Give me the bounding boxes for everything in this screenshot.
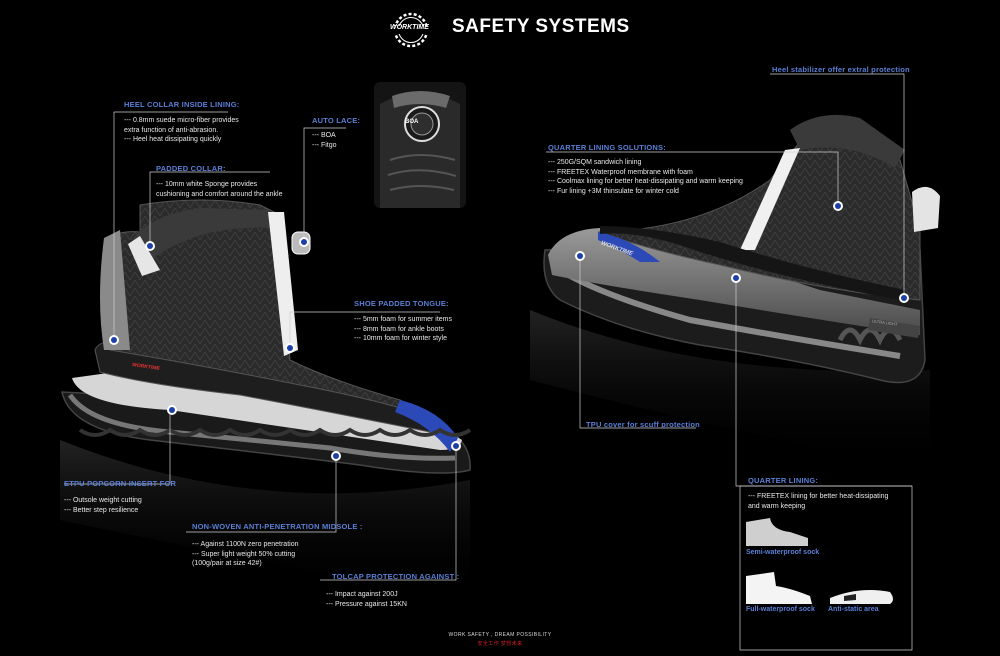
quarter-lining-title: QUARTER LINING: [748, 476, 819, 485]
footer-slogan-en: WORK SAFETY , DREAM POSSIBILITY [448, 632, 552, 638]
etpu-title: ETPU POPCORN INSERT FOR [64, 479, 177, 488]
padded-collar-title: PADDED COLLAR: [156, 164, 226, 173]
tpu-title: TPU cover for scuff protection [586, 420, 700, 429]
boa-dial-label: BOA [405, 119, 419, 125]
heel-stabilizer-title: Heel stabilizer offer extral protection [772, 65, 910, 74]
footer-slogan-cn: 安全工作 梦想未来 [477, 641, 523, 647]
tongue-desc: --- 5mm foam for summer items --- 8mm fo… [354, 316, 453, 342]
anti-static-caption: Anti-static area [828, 606, 879, 613]
semi-waterproof-caption: Semi-waterproof sock [746, 549, 820, 556]
left-boot [61, 199, 472, 474]
auto-lace-desc: --- BOA --- Fitgo [312, 132, 337, 149]
logo-text: WORKTIME [390, 24, 429, 31]
right-boot-reflection [530, 310, 930, 470]
anti-static-area-image [830, 590, 893, 604]
toecap-title: TOLCAP PROTECTION AGAINST : [332, 572, 460, 581]
toecap-desc: --- Impact against 200J --- Pressure aga… [326, 591, 407, 608]
midsole-title: NON-WOVEN ANTI-PENETRATION MIDSOLE : [192, 522, 363, 531]
left-boot-reflection [60, 440, 470, 600]
full-waterproof-sock-image [746, 572, 812, 604]
midsole-desc: --- Against 1100N zero penetration --- S… [192, 541, 299, 567]
callout-dots [109, 201, 909, 461]
heel-collar-title: HEEL COLLAR INSIDE LINING: [124, 100, 240, 109]
full-waterproof-caption: Full-waterproof sock [746, 606, 815, 613]
tongue-title: SHOE PADDED TONGUE: [354, 299, 449, 308]
leader-lines [64, 73, 913, 651]
page-title: SAFETY SYSTEMS [452, 16, 630, 37]
gear-icon [388, 12, 434, 48]
quarter-lining-desc: --- FREETEX lining for better heat-dissi… [748, 493, 889, 510]
quarter-solutions-desc: --- 250G/SQM sandwich lining --- FREETEX… [548, 159, 743, 195]
etpu-desc: --- Outsole weight cutting --- Better st… [64, 497, 142, 514]
padded-collar-desc: --- 10mm white Sponge provides cushionin… [156, 181, 283, 198]
worktime-logo: WORKTIME [386, 10, 436, 50]
semi-waterproof-sock-image [746, 518, 808, 546]
auto-lace-title: AUTO LACE: [312, 116, 361, 125]
quarter-solutions-title: QUARTER LINING SOLUTIONS: [548, 143, 666, 152]
heel-collar-desc: --- 0.8mm suede micro-fiber provides ext… [124, 117, 239, 143]
boa-inset-image [374, 82, 466, 208]
